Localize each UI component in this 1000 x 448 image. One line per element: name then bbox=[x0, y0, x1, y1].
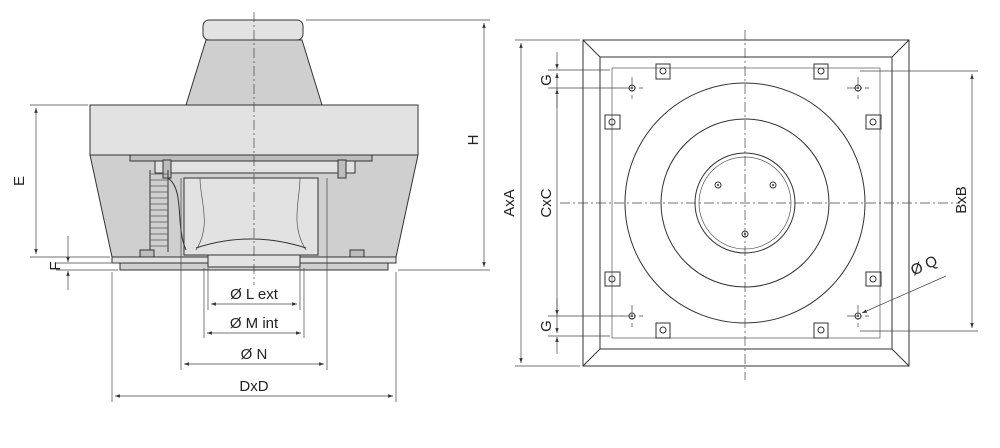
label-BxB: BxB bbox=[953, 186, 970, 214]
label-E: E bbox=[11, 176, 28, 186]
label-Q: Ø Q bbox=[908, 253, 940, 280]
label-L-ext: Ø L ext bbox=[230, 286, 279, 303]
top-view: AxA CxC G G BxB Ø Q bbox=[501, 30, 978, 380]
label-DxD: DxD bbox=[239, 378, 268, 395]
label-CxC: CxC bbox=[538, 188, 555, 217]
impeller bbox=[183, 177, 319, 256]
label-M-int: Ø M int bbox=[230, 315, 279, 332]
label-N: Ø N bbox=[241, 346, 268, 363]
spring-ribs bbox=[149, 170, 187, 252]
label-F: F bbox=[47, 261, 64, 270]
bolt-holes bbox=[621, 77, 869, 327]
side-view: E F H Ø L ext Ø M int Ø N DxD bbox=[11, 12, 490, 402]
mounting-tabs bbox=[604, 63, 882, 339]
label-AxA: AxA bbox=[501, 189, 518, 217]
fan-cap bbox=[202, 19, 304, 41]
label-H: H bbox=[465, 135, 482, 146]
label-G-bottom: G bbox=[538, 320, 555, 332]
label-G-top: G bbox=[538, 74, 555, 86]
